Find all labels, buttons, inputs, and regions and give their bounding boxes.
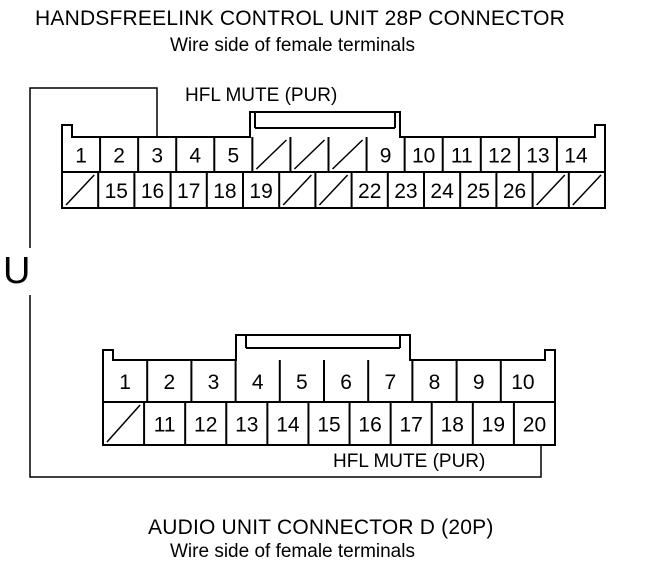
top-row1-pin-1: 1: [75, 145, 87, 168]
top-connector-subtitle: Wire side of female terminals: [170, 35, 415, 56]
top-row2-pin-19: 19: [249, 180, 272, 203]
bottom-row2-pin-12: 12: [194, 414, 217, 437]
bottom-row2-empty-cavity: [106, 404, 141, 443]
bottom-row1-pin-9: 9: [473, 371, 485, 394]
top-connector-title: HANDSFREELINK CONTROL UNIT 28P CONNECTOR: [35, 7, 565, 30]
top-row1-pin-14: 14: [564, 145, 588, 168]
bottom-row1-pin-1: 1: [119, 371, 131, 394]
top-row2-pin-15: 15: [105, 180, 128, 203]
bottom-hfl-mute-label: HFL MUTE (PUR): [333, 451, 486, 472]
top-row2-pin-22: 22: [358, 180, 381, 203]
link-symbol: U: [3, 250, 31, 292]
bottom-row1-pin-5: 5: [296, 371, 308, 394]
bottom-row2-pin-13: 13: [235, 414, 258, 437]
top-row2-empty-cavity: [282, 174, 312, 206]
bottom-row2-pin-11: 11: [154, 414, 176, 437]
bottom-row1-pin-2: 2: [163, 371, 175, 394]
bottom-row1-pin-7: 7: [384, 371, 396, 394]
bottom-row1-pin-8: 8: [429, 371, 441, 394]
top-hfl-mute-label: HFL MUTE (PUR): [185, 85, 338, 106]
top-row1-empty-cavity: [331, 139, 364, 170]
top-row2-pin-17: 17: [177, 180, 200, 203]
bottom-row2-pin-15: 15: [317, 414, 340, 437]
bottom-row2-pin-20: 20: [523, 414, 546, 437]
top-row2-empty-cavity: [536, 174, 566, 206]
top-row1-pin-3: 3: [151, 145, 163, 168]
top-row1-empty-cavity: [293, 139, 326, 170]
bottom-row2-pin-14: 14: [276, 414, 300, 437]
top-row2-empty-cavity: [65, 174, 95, 206]
top-row1-pin-5: 5: [227, 145, 239, 168]
top-connector-body: [61, 111, 606, 209]
bottom-row2-pin-16: 16: [358, 414, 381, 437]
top-row2-pin-24: 24: [430, 180, 454, 203]
bottom-row2-pin-19: 19: [482, 414, 505, 437]
bottom-connector-title: AUDIO UNIT CONNECTOR D (20P): [148, 516, 494, 539]
top-row1-pin-12: 12: [488, 145, 511, 168]
bottom-row1-pin-10: 10: [511, 371, 534, 394]
top-row2-pin-23: 23: [394, 180, 417, 203]
bottom-row2-pin-17: 17: [400, 414, 423, 437]
top-row1-pin-10: 10: [412, 145, 435, 168]
top-row1-pin-9: 9: [380, 145, 392, 168]
top-row1-pin-4: 4: [189, 145, 201, 168]
top-row2-pin-18: 18: [213, 180, 236, 203]
bottom-connector-body: [102, 334, 556, 446]
bottom-row1-pin-3: 3: [208, 371, 220, 394]
bottom-row1-pin-6: 6: [340, 371, 352, 394]
top-row2-empty-cavity: [318, 174, 349, 206]
top-row2-pin-16: 16: [141, 180, 164, 203]
hfl-mute-wire: [29, 87, 158, 248]
bottom-connector-subtitle: Wire side of female terminals: [170, 541, 415, 562]
bottom-row1-pin-4: 4: [252, 371, 264, 394]
top-row1-pin-11: 11: [451, 145, 473, 168]
top-row2-empty-cavity: [572, 174, 602, 206]
top-row2-pin-25: 25: [467, 180, 490, 203]
top-row1-empty-cavity: [255, 139, 287, 170]
hfl-mute-wire-lower: [29, 295, 542, 478]
top-row1-pin-13: 13: [526, 145, 549, 168]
top-row1-pin-2: 2: [113, 145, 125, 168]
top-row2-pin-26: 26: [503, 180, 526, 203]
bottom-row2-pin-18: 18: [441, 414, 464, 437]
